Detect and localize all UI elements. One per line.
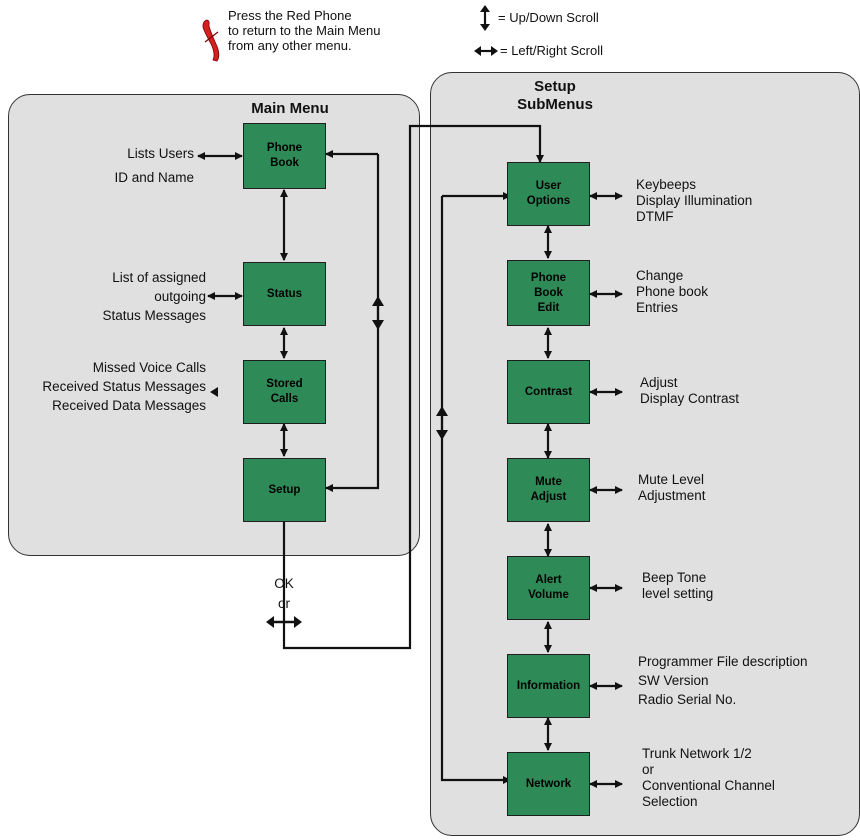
ok-label: OK or — [274, 576, 294, 611]
phone-book-node[interactable]: Phone Book — [243, 123, 326, 189]
legend-leftright-label: = Left/Right Scroll — [500, 43, 603, 58]
alert-volume-description: Beep Tone level setting — [642, 570, 714, 601]
network-description: Trunk Network 1/2 or Conventional Channe… — [642, 746, 775, 809]
setup-node[interactable]: Setup — [243, 458, 326, 522]
red-phone-icon — [200, 18, 224, 62]
phone-book-description: Lists Users ID and Name — [114, 146, 194, 185]
stored-calls-description: Missed Voice Calls Received Status Messa… — [42, 360, 206, 413]
phone-book-edit-description: Change Phone book Entries — [636, 268, 709, 315]
setup-submenus-title: Setup SubMenus — [517, 78, 593, 113]
user-options-node[interactable]: User Options — [507, 162, 590, 226]
leftright-scroll-icon — [474, 44, 498, 56]
legend-note: Press the Red Phone to return to the Mai… — [228, 8, 381, 53]
stored-calls-node[interactable]: Stored Calls — [243, 360, 326, 424]
status-node[interactable]: Status — [243, 262, 326, 326]
mute-adjust-node[interactable]: Mute Adjust — [507, 458, 590, 522]
information-description: Programmer File description SW Version R… — [638, 654, 808, 707]
network-node[interactable]: Network — [507, 752, 590, 816]
phone-book-edit-node[interactable]: Phone Book Edit — [507, 260, 590, 326]
information-node[interactable]: Information — [507, 654, 590, 718]
mute-adjust-description: Mute Level Adjustment — [638, 472, 706, 503]
status-description: List of assigned outgoing Status Message… — [102, 270, 206, 323]
updown-scroll-icon — [478, 5, 492, 31]
alert-volume-node[interactable]: Alert Volume — [507, 556, 590, 620]
user-options-description: Keybeeps Display Illumination DTMF — [636, 177, 753, 224]
legend-updown-label: = Up/Down Scroll — [498, 10, 599, 25]
contrast-description: Adjust Display Contrast — [640, 375, 740, 406]
contrast-node[interactable]: Contrast — [507, 360, 590, 424]
main-menu-title: Main Menu — [251, 100, 329, 117]
